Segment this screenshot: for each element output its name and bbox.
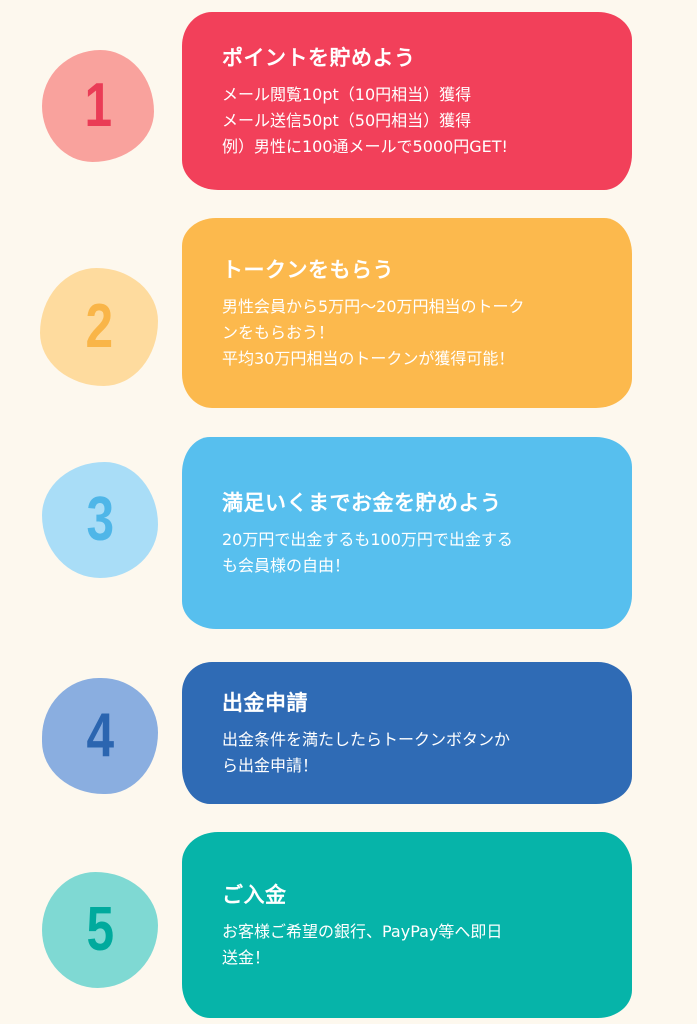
step-4-line-2: ら出金申請！ xyxy=(222,756,319,775)
step-4-number-circle: 4 xyxy=(42,678,158,794)
step-1-title: ポイントを貯めよう xyxy=(222,46,416,70)
step-2-line-3: 平均30万円相当のトークンが獲得可能！ xyxy=(222,349,515,368)
step-4-number: 4 xyxy=(86,701,114,770)
step-2-line-1: 男性会員から5万円〜20万円相当のトーク xyxy=(222,297,525,316)
step-5-number: 5 xyxy=(86,895,114,964)
step-5-line-2: 送金！ xyxy=(222,948,271,967)
step-3-line-2: も会員様の自由！ xyxy=(222,556,351,575)
step-2-number-circle: 2 xyxy=(40,268,158,386)
step-2-line-2: ンをもらおう！ xyxy=(222,323,335,342)
step-2-number: 2 xyxy=(85,292,113,361)
step-4-card: 出金申請 出金条件を満たしたらトークンボタンか ら出金申請！ xyxy=(182,662,632,804)
step-4-line-1: 出金条件を満たしたらトークンボタンか xyxy=(222,730,511,749)
step-2-title: トークンをもらう xyxy=(222,258,394,282)
step-1-line-1: メール閲覧10pt（10円相当）獲得 xyxy=(222,85,472,104)
step-1-number-circle: 1 xyxy=(42,50,154,162)
step-5-card: ご入金 お客様ご希望の銀行、PayPay等へ即日 送金！ xyxy=(182,832,632,1018)
step-5-title: ご入金 xyxy=(222,883,287,907)
step-1-line-3: 例）男性に100通メールで5000円GET! xyxy=(222,137,508,156)
step-5-number-circle: 5 xyxy=(42,872,158,988)
step-1-card: ポイントを貯めよう メール閲覧10pt（10円相当）獲得 メール送信50pt（5… xyxy=(182,12,632,190)
step-3-number-circle: 3 xyxy=(42,462,158,578)
step-4-title: 出金申請 xyxy=(222,691,308,715)
step-2-card: トークンをもらう 男性会員から5万円〜20万円相当のトーク ンをもらおう！ 平均… xyxy=(182,218,632,408)
step-5-line-1: お客様ご希望の銀行、PayPay等へ即日 xyxy=(222,922,503,941)
step-3-number: 3 xyxy=(86,485,114,554)
step-1-line-2: メール送信50pt（50円相当）獲得 xyxy=(222,111,472,130)
step-1-number: 1 xyxy=(84,71,112,140)
step-3-title: 満足いくまでお金を貯めよう xyxy=(222,491,502,515)
step-3-card: 満足いくまでお金を貯めよう 20万円で出金するも100万円で出金する も会員様の… xyxy=(182,437,632,629)
step-3-line-1: 20万円で出金するも100万円で出金する xyxy=(222,530,513,549)
